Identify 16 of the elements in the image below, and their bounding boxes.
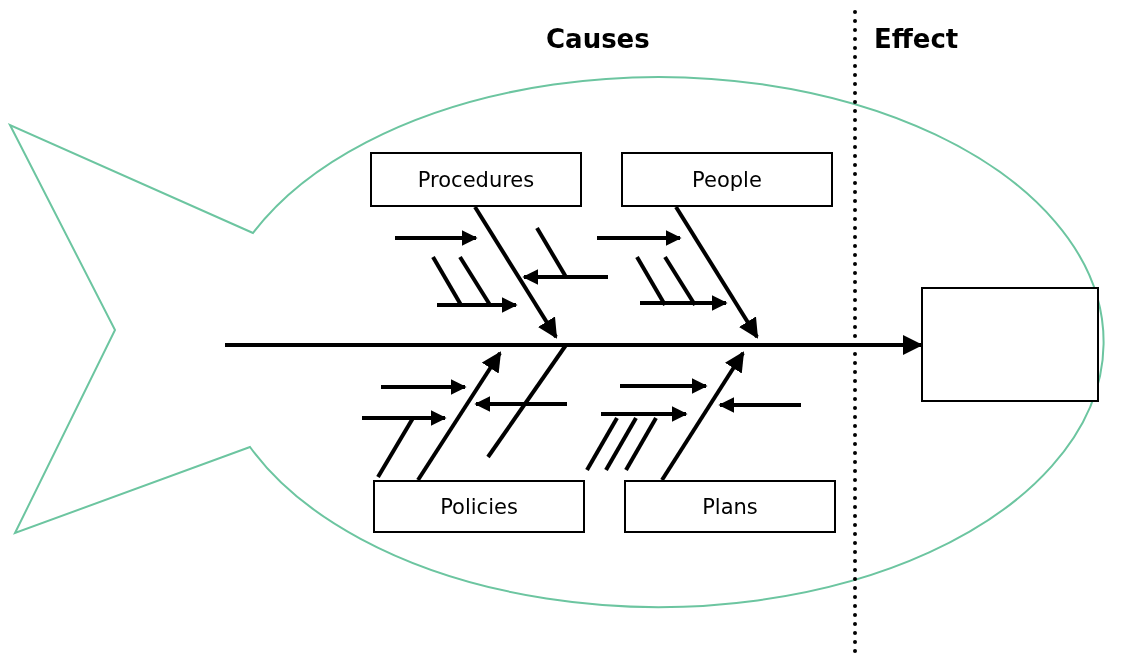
arrow bbox=[674, 205, 759, 339]
section-heading: Effect bbox=[874, 24, 959, 54]
cause-label: Plans bbox=[702, 494, 758, 519]
cause-label: Policies bbox=[440, 494, 518, 519]
effect-box bbox=[921, 287, 1099, 402]
arrow bbox=[416, 351, 502, 482]
arrow bbox=[225, 335, 923, 355]
arrow bbox=[473, 205, 558, 339]
cause-label: People bbox=[692, 167, 762, 192]
cause-box bbox=[624, 480, 836, 533]
cause-label: Procedures bbox=[417, 167, 535, 192]
arrow bbox=[660, 351, 745, 482]
cause-box bbox=[621, 152, 833, 207]
cause-box bbox=[373, 480, 585, 533]
section-heading: Causes bbox=[546, 24, 650, 54]
cause-box bbox=[370, 152, 582, 207]
